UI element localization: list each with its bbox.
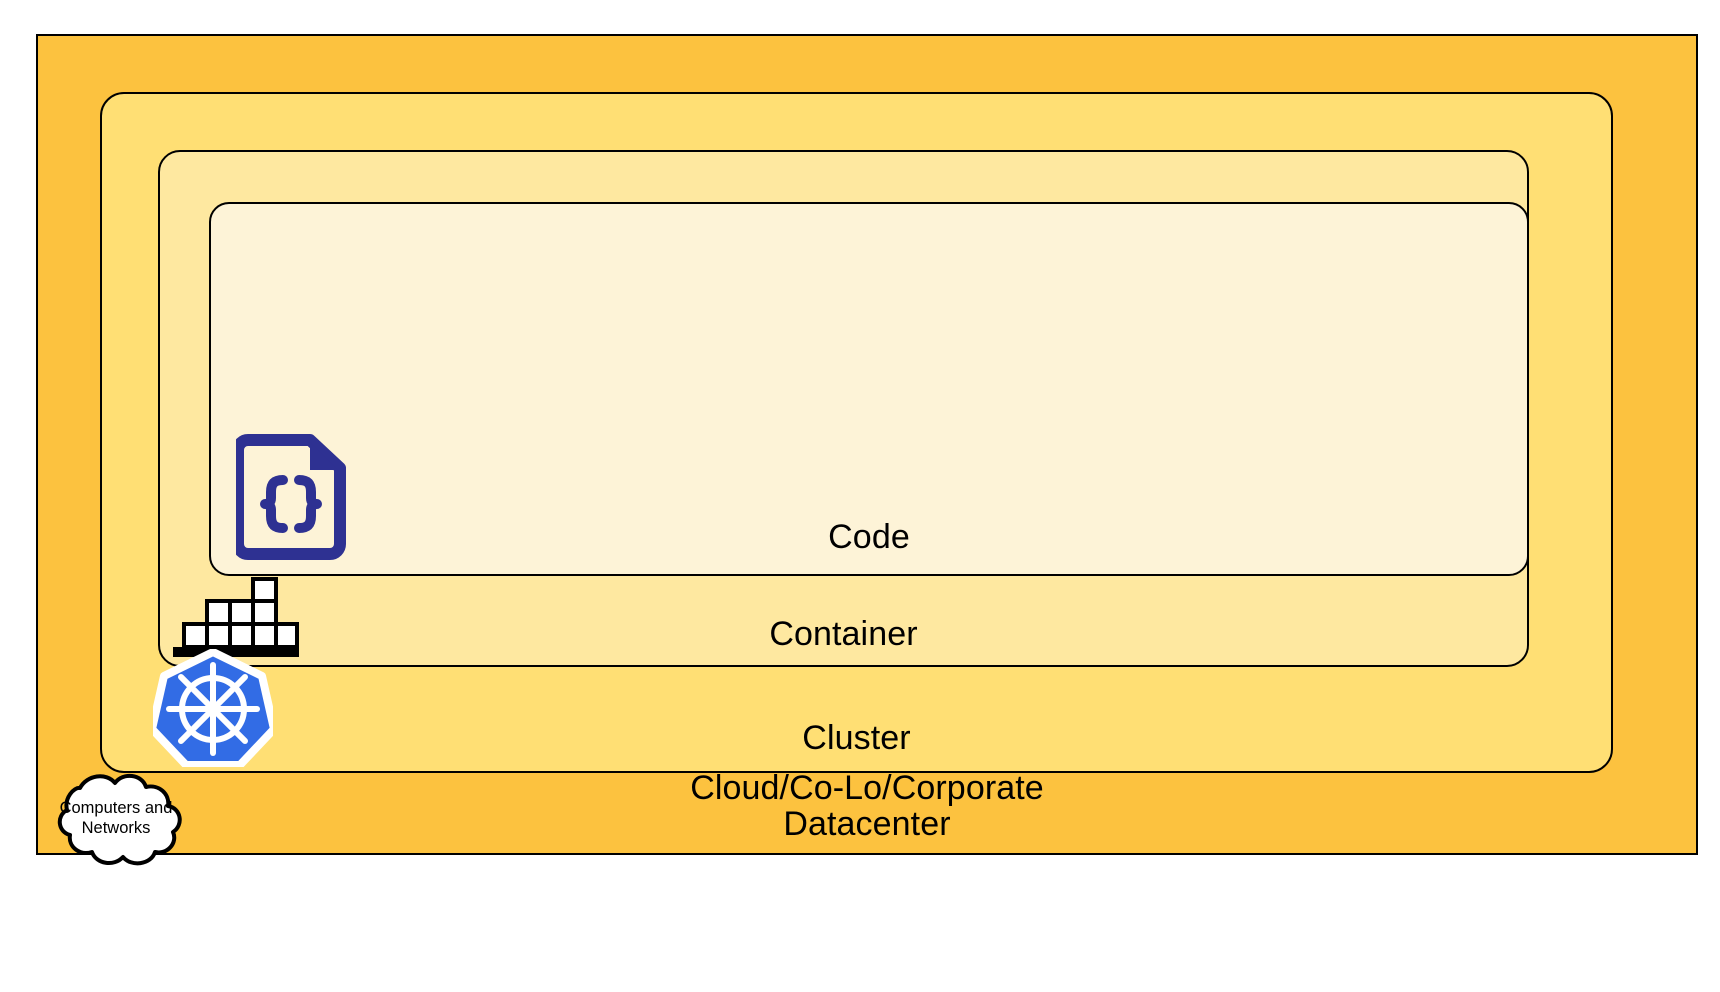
computers-and-networks-cloud[interactable]: Computers and Networks: [36, 770, 196, 868]
layer-label-code: Code: [828, 518, 910, 557]
layer-container[interactable]: Code: [158, 150, 1529, 667]
layer-label-container: Container: [769, 615, 918, 654]
layer-label-cluster: Cluster: [802, 719, 911, 758]
container-blocks-icon: [171, 577, 301, 659]
kubernetes-icon: [148, 648, 278, 769]
code-file-icon: [232, 434, 346, 562]
layer-datacenter[interactable]: Code: [36, 34, 1698, 855]
layer-code[interactable]: Code: [209, 202, 1529, 576]
layer-label-datacenter: Cloud/Co-Lo/Corporate Datacenter: [690, 768, 1044, 844]
cloud-icon: [57, 774, 182, 866]
layer-cluster[interactable]: Code: [100, 92, 1613, 773]
